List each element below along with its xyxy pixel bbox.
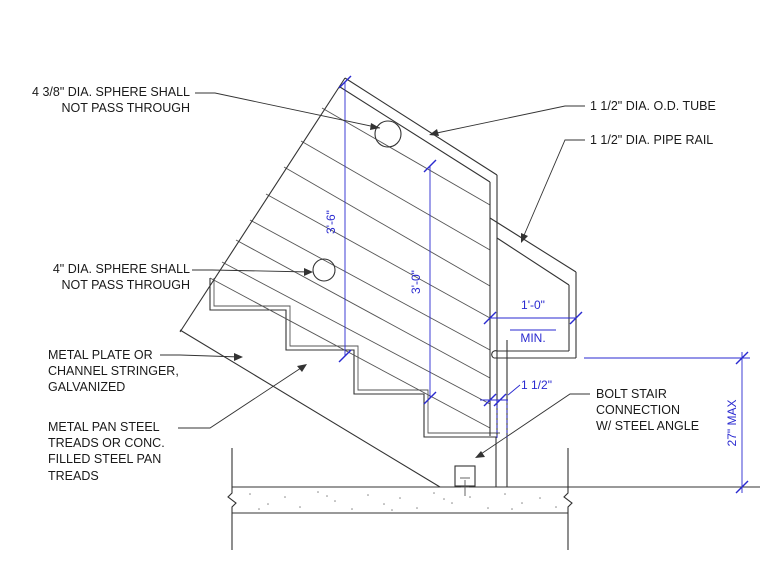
stair-stringer: [179, 278, 500, 488]
guard-frame: [179, 77, 508, 487]
note-bolt-line3: W/ STEEL ANGLE: [596, 419, 699, 433]
note-sphere-4-line1: 4" DIA. SPHERE SHALL: [53, 262, 190, 276]
note-treads-line1: METAL PAN STEEL: [48, 420, 160, 434]
note-treads-line3: FILLED STEEL PAN: [48, 452, 161, 466]
dim-guard-height: 3'-6": [324, 210, 338, 234]
sphere-438-diagram: [374, 120, 402, 148]
note-bolt-line2: CONNECTION: [596, 403, 680, 417]
floor-slab: [227, 448, 760, 550]
note-bolt-line1: BOLT STAIR: [596, 387, 667, 401]
dim-max-height-line: [584, 351, 750, 494]
note-sphere-438-line2: NOT PASS THROUGH: [62, 101, 191, 115]
steel-angle-connection: [454, 465, 476, 496]
note-stringer-line1: METAL PLATE OR: [48, 348, 153, 362]
sphere-4-diagram: [312, 258, 336, 282]
dim-max-height: 27" MAX: [725, 400, 739, 447]
dim-rail-height: 3'-0": [409, 270, 423, 294]
dim-extension-qualifier: MIN.: [520, 331, 545, 345]
note-treads-line4: TREADS: [48, 469, 99, 483]
dim-clearance: 1 1/2": [521, 378, 552, 392]
note-stringer-line2: CHANNEL STRINGER,: [48, 364, 179, 378]
leaders: [160, 92, 590, 458]
note-sphere-4-line2: NOT PASS THROUGH: [62, 278, 191, 292]
note-treads-line2: TREADS OR CONC.: [48, 436, 165, 450]
dim-guard-height-line: [338, 75, 352, 363]
guard-balusters: [209, 107, 491, 429]
note-pipe-rail: 1 1/2" DIA. PIPE RAIL: [590, 133, 713, 147]
dim-clearance-line: [480, 384, 521, 440]
dim-extension-line: [483, 311, 583, 331]
note-stringer-line3: GALVANIZED: [48, 380, 125, 394]
note-od-tube: 1 1/2" DIA. O.D. TUBE: [590, 99, 716, 113]
note-sphere-438-line1: 4 3/8" DIA. SPHERE SHALL: [32, 85, 190, 99]
dim-rail-height-line: [423, 159, 437, 405]
dim-extension: 1'-0": [521, 298, 545, 312]
